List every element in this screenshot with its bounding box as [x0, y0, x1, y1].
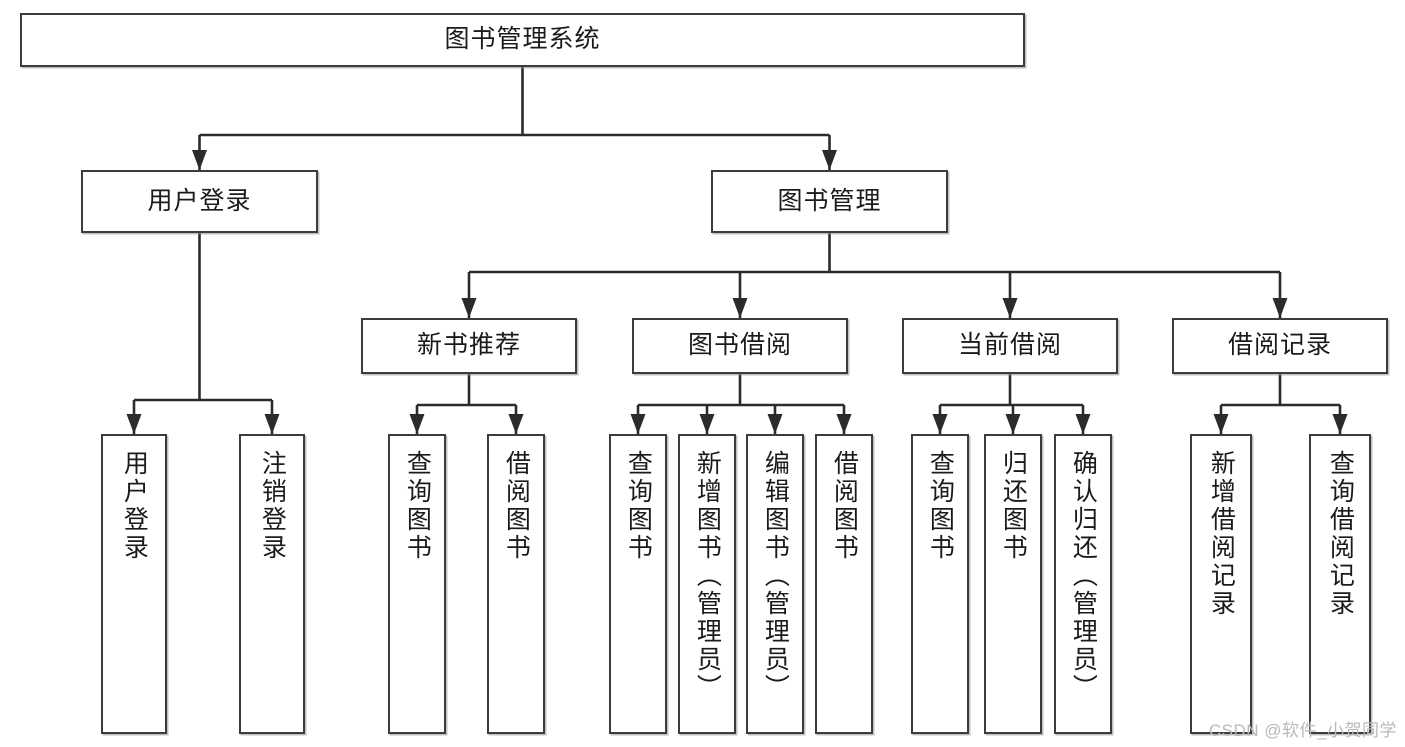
node-label: 当前借阅 [957, 331, 1062, 360]
arrowhead [1005, 414, 1021, 434]
watermark: CSDN @软件_小贺同学 [1208, 721, 1397, 740]
node-l2a[interactable]: 新书推荐 [361, 318, 577, 374]
node-root[interactable]: 图书管理系统 [20, 13, 1025, 67]
arrowhead [192, 150, 207, 170]
node-leaf11[interactable]: 确认归还（管理员） [1054, 434, 1112, 734]
node-label: 查询借阅记录 [1326, 450, 1355, 618]
arrowhead [932, 414, 948, 434]
arrowhead [630, 414, 646, 434]
arrowhead [409, 414, 425, 434]
arrowhead [1332, 414, 1348, 434]
arrowhead [1272, 298, 1288, 318]
arrowhead [767, 414, 783, 434]
node-label: 新增借阅记录 [1207, 450, 1236, 618]
arrowhead [1213, 414, 1229, 434]
arrowhead [732, 298, 748, 318]
node-label: 新增图书（管理员） [693, 450, 722, 702]
node-leaf3[interactable]: 查询图书 [388, 434, 446, 734]
node-leaf9[interactable]: 查询图书 [911, 434, 969, 734]
node-label: 借阅记录 [1227, 331, 1332, 360]
node-leaf7[interactable]: 编辑图书（管理员） [746, 434, 804, 734]
arrowhead [508, 414, 524, 434]
arrowhead [461, 298, 477, 318]
arrowhead [126, 414, 142, 434]
node-l2b[interactable]: 图书借阅 [632, 318, 848, 374]
arrowhead [822, 150, 837, 170]
node-label: 图书管理系统 [444, 25, 601, 54]
node-label: 编辑图书（管理员） [761, 450, 790, 702]
node-label: 注销登录 [258, 450, 287, 562]
arrowhead [699, 414, 715, 434]
arrowhead [1075, 414, 1091, 434]
node-leaf6[interactable]: 新增图书（管理员） [678, 434, 736, 734]
node-leaf4[interactable]: 借阅图书 [487, 434, 545, 734]
node-leaf8[interactable]: 借阅图书 [815, 434, 873, 734]
arrowhead [1002, 298, 1018, 318]
node-label: 借阅图书 [830, 450, 859, 562]
node-label: 新书推荐 [416, 331, 521, 360]
node-l2c[interactable]: 当前借阅 [902, 318, 1118, 374]
node-label: 借阅图书 [502, 450, 531, 562]
node-leaf2[interactable]: 注销登录 [239, 434, 305, 734]
node-label: 用户登录 [120, 450, 149, 562]
node-leaf1[interactable]: 用户登录 [101, 434, 167, 734]
node-label: 归还图书 [999, 450, 1028, 562]
node-label: 查询图书 [926, 450, 955, 562]
node-leaf10[interactable]: 归还图书 [984, 434, 1042, 734]
arrowhead [264, 414, 280, 434]
node-label: 查询图书 [403, 450, 432, 562]
arrowhead [836, 414, 852, 434]
node-label: 图书借阅 [687, 331, 792, 360]
node-l2d[interactable]: 借阅记录 [1172, 318, 1388, 374]
node-leaf13[interactable]: 查询借阅记录 [1309, 434, 1371, 734]
node-l1a[interactable]: 用户登录 [81, 170, 318, 233]
node-leaf12[interactable]: 新增借阅记录 [1190, 434, 1252, 734]
node-leaf5[interactable]: 查询图书 [609, 434, 667, 734]
node-label: 确认归还（管理员） [1069, 450, 1098, 702]
node-label: 用户登录 [147, 186, 252, 215]
node-label: 查询图书 [624, 450, 653, 562]
node-label: 图书管理 [777, 186, 882, 215]
node-l1b[interactable]: 图书管理 [711, 170, 948, 233]
